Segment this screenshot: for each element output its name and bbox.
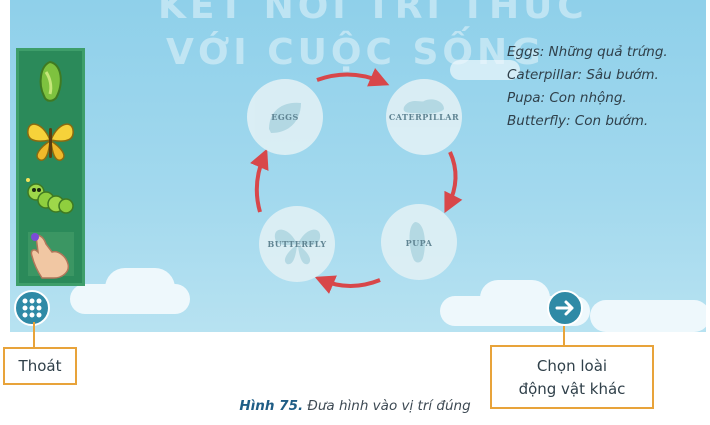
sidebar-item-hand[interactable] xyxy=(22,228,79,280)
cloud xyxy=(590,300,706,332)
next-animal-callout-line2: động vật khác xyxy=(518,380,626,398)
stage-label-butterfly: BUTTERFLY xyxy=(267,239,327,249)
sidebar-item-butterfly[interactable] xyxy=(22,114,79,166)
callout-line-next xyxy=(563,326,565,346)
next-animal-callout: Chọn loài động vật khác xyxy=(490,345,654,409)
legend-item: Pupa: Con nhộng. xyxy=(507,90,627,106)
exit-callout-text: Thoát xyxy=(18,357,62,375)
legend-item: Eggs: Những quả trứng. xyxy=(507,44,668,60)
grid-icon xyxy=(22,298,42,318)
chrysalis-silhouette-icon xyxy=(409,222,425,263)
callout-line-exit xyxy=(33,322,35,348)
legend-item: Butterfly: Con bướm. xyxy=(507,113,649,129)
legend-item: Caterpillar: Sâu bướm. xyxy=(507,67,659,83)
butterfly-silhouette-icon xyxy=(274,229,321,265)
arrow-caterpillar-to-pupa xyxy=(444,151,463,214)
hand-pointer-icon xyxy=(28,232,74,279)
leaf-icon xyxy=(269,102,301,133)
watermark-line1: KẾT NỐI TRI THỨC xyxy=(158,0,588,27)
stage-slot-eggs[interactable]: EGGS xyxy=(247,79,323,155)
arrow-right-icon xyxy=(555,300,574,316)
app-screen: KẾT NỐI TRI THỨC VỚI CUỘC SỐNG xyxy=(10,0,706,332)
stage-label-caterpillar: CATERPILLAR xyxy=(388,112,460,122)
figure-caption: Hình 75. Đưa hình vào vị trí đúng xyxy=(0,398,710,414)
stage-label-pupa: PUPA xyxy=(405,238,433,248)
arrow-butterfly-to-eggs xyxy=(250,148,269,213)
next-animal-button[interactable] xyxy=(547,290,583,326)
butterfly-icon xyxy=(27,123,74,161)
cloud xyxy=(480,280,550,316)
caterpillar-icon xyxy=(26,178,74,214)
arrow-pupa-to-butterfly xyxy=(314,275,381,294)
sidebar-item-chrysalis[interactable] xyxy=(22,54,79,106)
cloud xyxy=(105,268,175,308)
figure-caption-text: Đưa hình vào vị trí đúng xyxy=(303,398,471,414)
stage-label-eggs: EGGS xyxy=(271,112,299,122)
next-animal-callout-line1: Chọn loài xyxy=(536,357,608,375)
stage-slot-pupa[interactable]: PUPA xyxy=(381,204,457,280)
arrow-eggs-to-caterpillar xyxy=(316,68,390,87)
sidebar xyxy=(16,48,85,286)
cycle-arrows xyxy=(250,68,463,294)
legend: Eggs: Những quả trứng. Caterpillar: Sâu … xyxy=(507,41,668,133)
sidebar-item-caterpillar[interactable] xyxy=(22,172,79,224)
menu-button[interactable] xyxy=(14,290,50,326)
chrysalis-icon xyxy=(39,60,62,102)
exit-callout: Thoát xyxy=(3,347,77,385)
stage-slot-caterpillar[interactable]: CATERPILLAR xyxy=(386,79,462,155)
caterpillar-silhouette-icon xyxy=(403,99,444,114)
stage-slot-butterfly[interactable]: BUTTERFLY xyxy=(259,206,335,282)
cloud xyxy=(450,60,520,80)
figure-caption-label: Hình 75. xyxy=(239,398,304,414)
